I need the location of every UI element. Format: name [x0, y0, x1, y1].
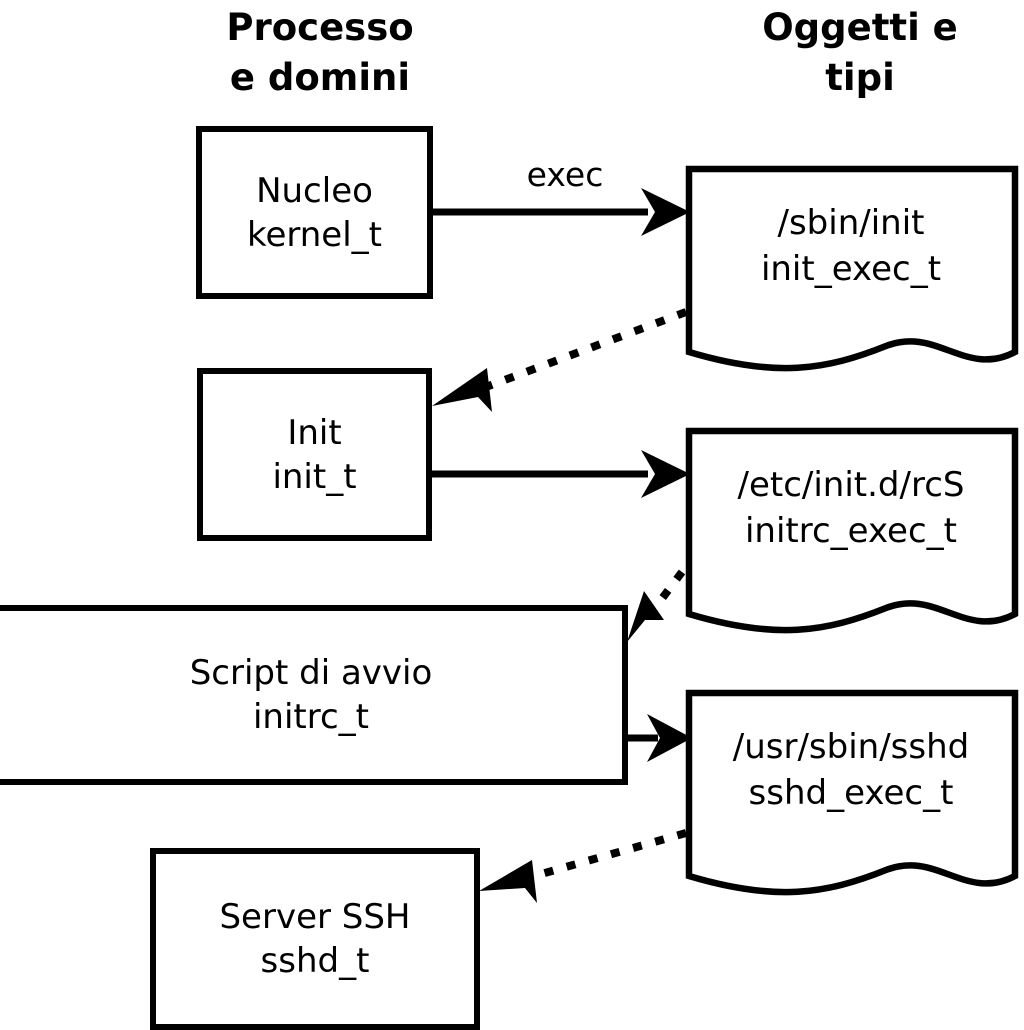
process-node-sshd-type: sshd_t — [260, 941, 370, 981]
process-node-sshd[interactable]: Server SSH sshd_t — [150, 848, 480, 1030]
process-node-init[interactable]: Init init_t — [197, 368, 432, 541]
edge-init-exec-to-init — [432, 308, 688, 412]
edge-initrc-exec-to-initrc — [627, 569, 686, 642]
edge-kernel-to-init-exec — [433, 188, 690, 236]
column-heading-processes: Processo e domini — [226, 6, 414, 99]
process-node-kernel[interactable]: Nucleo kernel_t — [196, 126, 433, 299]
column-heading-objects: Oggetti e tipi — [762, 6, 958, 99]
process-node-initrc-name: Script di avvio — [189, 653, 433, 693]
object-node-init-exec[interactable]: /sbin/init init_exec_t — [685, 165, 1024, 376]
edge-initrc-to-sshd-exec — [628, 714, 692, 762]
process-node-init-type: init_t — [272, 456, 357, 497]
object-node-sshd-exec[interactable]: /usr/sbin/sshd sshd_exec_t — [685, 689, 1024, 900]
process-node-kernel-type: kernel_t — [246, 214, 383, 255]
process-node-kernel-name: Nucleo — [256, 170, 373, 211]
process-node-sshd-name: Server SSH — [219, 897, 411, 937]
process-node-init-name: Init — [287, 412, 342, 453]
object-node-initrc-exec[interactable]: /etc/init.d/rcS initrc_exec_t — [685, 427, 1024, 638]
process-node-initrc[interactable]: Script di avvio initrc_t — [0, 605, 628, 785]
process-node-initrc-type: initrc_t — [252, 697, 370, 737]
edge-label-exec: exec — [526, 155, 604, 194]
edge-sshd-exec-to-sshd — [479, 829, 688, 903]
edge-init-to-initrc-exec — [432, 450, 690, 498]
